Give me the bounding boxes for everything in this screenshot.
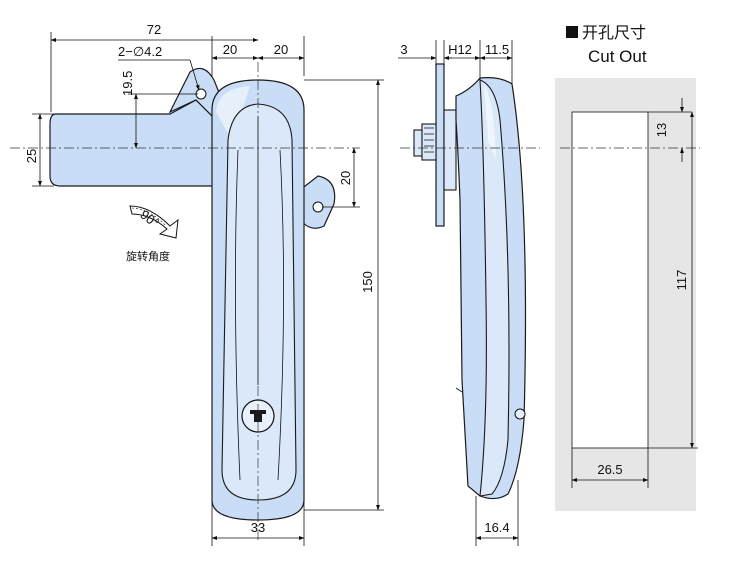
cutout-title-cn: 开孔尺寸 (582, 23, 646, 42)
dim-holes: 2−∅4.2 (118, 44, 162, 59)
cutout-view: 开孔尺寸 Cut Out 13 117 26.5 (555, 23, 700, 511)
square-bullet-icon (566, 26, 578, 38)
dim-height: 150 (360, 271, 375, 293)
screw-head (413, 129, 423, 157)
front-view: 72 2−∅4.2 20 20 19.5 25 20 150 33 (10, 22, 384, 546)
cutout-dim-width: 26.5 (597, 462, 622, 477)
rotation-arrow-icon (129, 205, 179, 239)
dim-h: H12 (448, 42, 472, 57)
side-view: 3 H12 11.5 16.4 (398, 40, 540, 546)
handle-grip (221, 103, 297, 501)
dim-plate: 3 (400, 42, 407, 57)
dim-hole-offset: 19.5 (120, 71, 135, 96)
dim-depth: 11.5 (485, 42, 509, 57)
dim-arm-height: 25 (24, 149, 39, 163)
dim-top-right: 20 (274, 42, 288, 57)
lever-arm (49, 99, 215, 187)
mounting-plate (435, 63, 445, 227)
cutout-dim-height: 117 (674, 270, 689, 291)
dim-overall-width: 72 (147, 22, 161, 37)
cutout-dim-top: 13 (654, 123, 669, 137)
dim-bottom-depth: 16.4 (484, 520, 509, 535)
rotation-label: 旋转角度 (126, 249, 170, 263)
key-slot-icon (250, 410, 266, 422)
dim-tab-offset: 20 (338, 171, 353, 185)
cutout-title-en: Cut Out (588, 47, 647, 66)
mount-hole-side (312, 201, 324, 213)
cutout-rect (571, 111, 649, 449)
cam-block (443, 109, 457, 191)
dim-top-left: 20 (223, 42, 237, 57)
dim-bottom-width: 33 (251, 520, 265, 535)
screw-body (421, 123, 437, 161)
